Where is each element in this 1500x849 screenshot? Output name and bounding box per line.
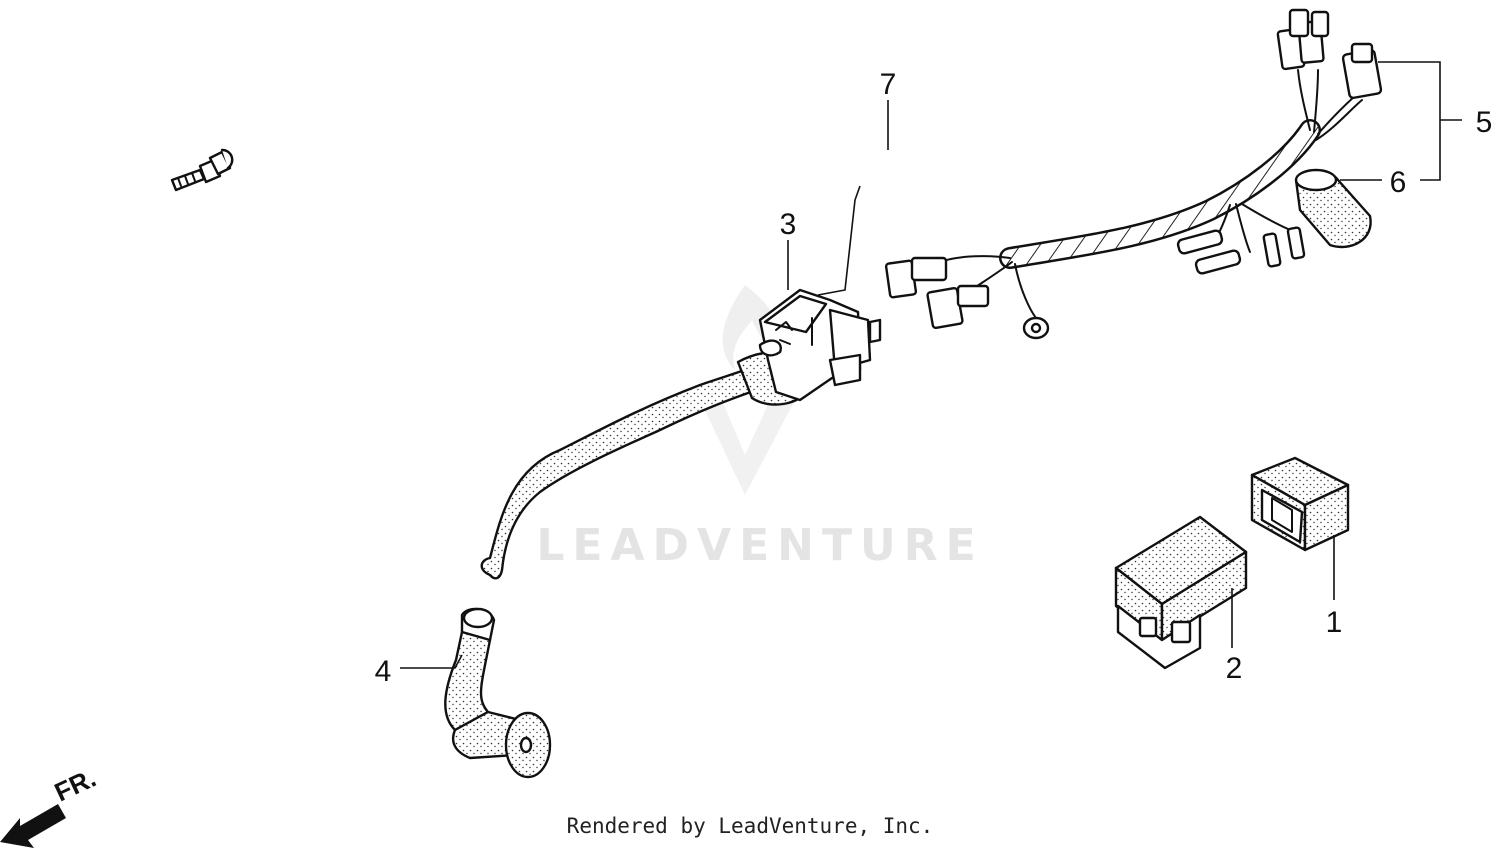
- watermark-logo: [700, 285, 795, 495]
- leader-part-5-bracket: [1378, 61, 1441, 181]
- cap-part-6: [1294, 168, 1372, 249]
- bolt-part-7: [170, 148, 234, 192]
- cover-part-1: [1250, 456, 1350, 552]
- callout-6: 6: [1390, 166, 1407, 199]
- callout-5: 5: [1476, 106, 1493, 139]
- spark-plug-cap-part-4: [444, 607, 552, 779]
- credit-text: Rendered by LeadVenture, Inc.: [566, 814, 934, 838]
- ignition-coil-part-3: [480, 288, 882, 580]
- callout-1: 1: [1326, 606, 1343, 639]
- wire-harness-part-5: [884, 8, 1383, 340]
- leader-bolt-to-coil: [817, 185, 861, 296]
- front-direction-arrow-icon: [0, 804, 66, 848]
- relay-part-2: [1114, 515, 1248, 670]
- leader-part-4: [400, 654, 463, 669]
- callout-2: 2: [1226, 652, 1243, 685]
- front-direction-label: FR.: [50, 763, 101, 808]
- callout-7: 7: [880, 68, 897, 101]
- callout-3: 3: [780, 208, 797, 241]
- watermark-text: LEADVENTURE: [536, 520, 983, 571]
- callout-4: 4: [375, 655, 392, 688]
